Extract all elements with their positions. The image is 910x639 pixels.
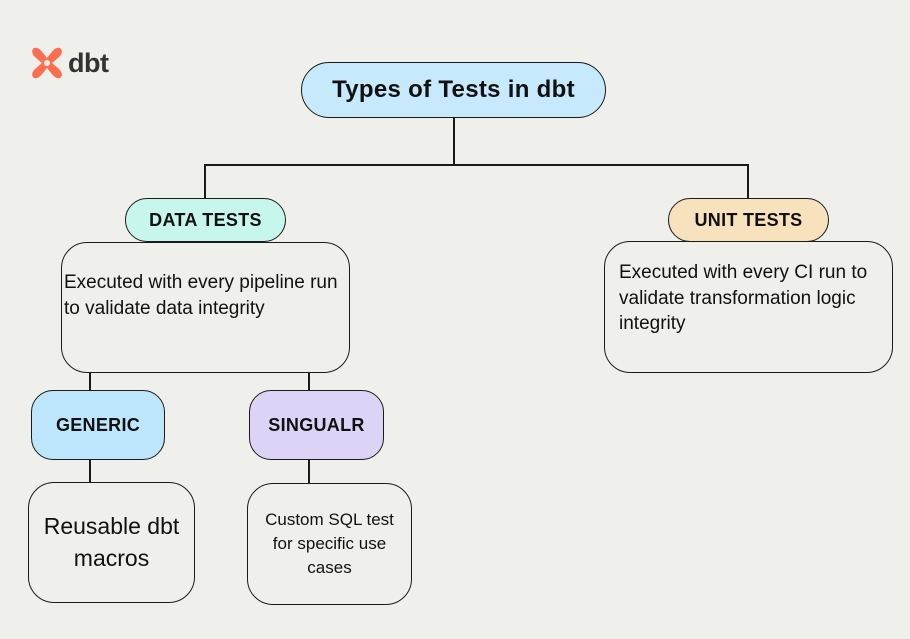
generic-stem-line bbox=[89, 372, 91, 391]
singular-desc-line bbox=[308, 459, 310, 484]
data-tests-node: DATA TESTS bbox=[125, 198, 286, 242]
dbt-logo-icon bbox=[32, 47, 62, 79]
generic-node: GENERIC bbox=[31, 390, 165, 460]
generic-desc-line bbox=[89, 459, 91, 483]
title-node: Types of Tests in dbt bbox=[301, 62, 606, 118]
singular-label: SINGUALR bbox=[268, 414, 365, 435]
unit-tests-drop-line bbox=[747, 164, 749, 199]
unit-tests-description: Executed with every CI run to validate t… bbox=[619, 262, 868, 335]
dbt-logo-text: dbt bbox=[68, 47, 109, 78]
title-text: Types of Tests in dbt bbox=[332, 76, 575, 103]
unit-tests-description-box: Executed with every CI run to validate t… bbox=[604, 241, 893, 373]
singular-node: SINGUALR bbox=[249, 390, 384, 460]
data-tests-description-box: Executed with every pipeline run to vali… bbox=[61, 242, 350, 373]
singular-description: Custom SQL test for specific use cases bbox=[265, 510, 394, 577]
unit-tests-node: UNIT TESTS bbox=[668, 198, 829, 242]
generic-label: GENERIC bbox=[55, 414, 141, 435]
branch-horizontal-line bbox=[204, 164, 749, 166]
title-stem-line bbox=[453, 117, 455, 165]
data-tests-drop-line bbox=[204, 164, 206, 199]
singular-stem-line bbox=[308, 372, 310, 391]
data-tests-label: DATA TESTS bbox=[149, 209, 262, 230]
generic-description-box: Reusable dbt macros bbox=[28, 482, 195, 603]
dbt-logo: dbt bbox=[30, 46, 109, 80]
singular-description-box: Custom SQL test for specific use cases bbox=[247, 483, 412, 605]
generic-description: Reusable dbt macros bbox=[43, 513, 180, 571]
data-tests-description: Executed with every pipeline run to vali… bbox=[64, 272, 338, 319]
unit-tests-label: UNIT TESTS bbox=[694, 209, 803, 230]
